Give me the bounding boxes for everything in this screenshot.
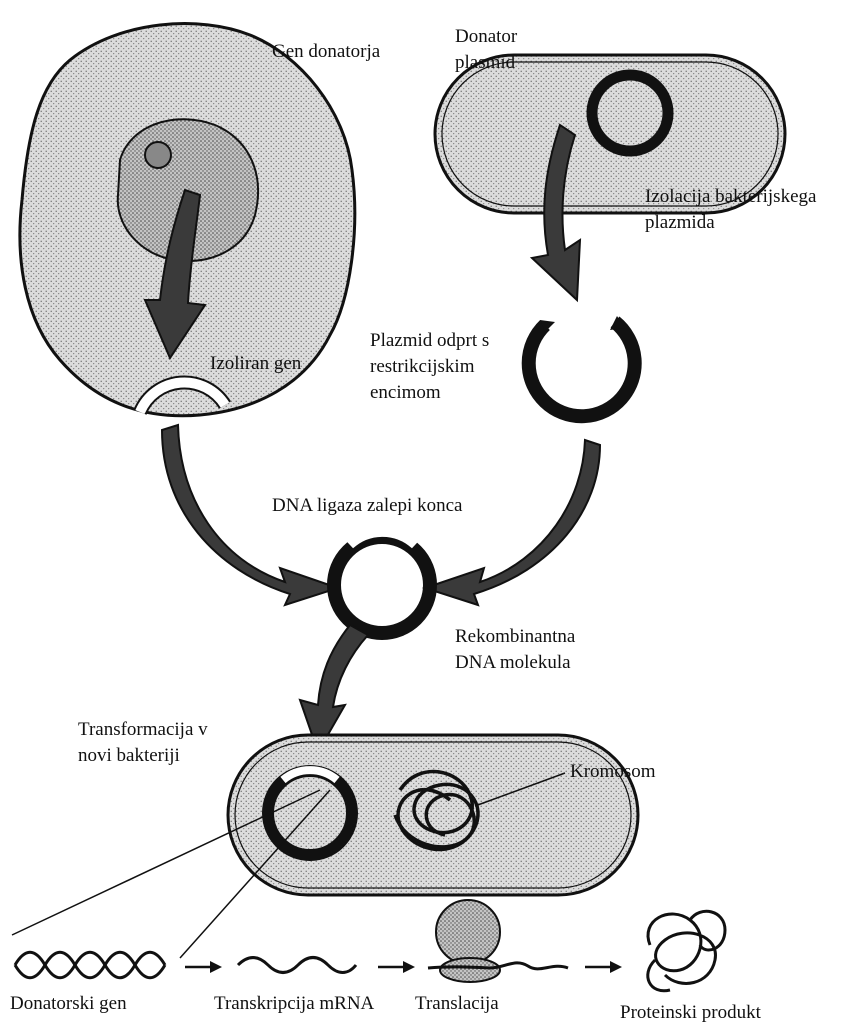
- label-rekombinantna-2: DNA molekula: [455, 651, 571, 675]
- label-donatorski-gen: Donatorski gen: [10, 992, 127, 1016]
- arrow-plasmid-to-recombinant: [425, 440, 600, 605]
- label-translacija: Translacija: [415, 992, 499, 1016]
- protein-product: [648, 911, 725, 991]
- label-gen-donatorja: Gen donatorja: [272, 40, 380, 64]
- label-donator-plasmid-2: plasmid: [455, 51, 515, 75]
- label-transformacija-1: Transformacija v: [78, 718, 208, 742]
- donor-gene-helix: [15, 952, 165, 978]
- label-plazmid-odprt-2: restrikcijskim: [370, 355, 474, 379]
- arrow-translation-to-protein: [585, 961, 622, 973]
- label-donator-plasmid-1: Donator: [455, 25, 517, 49]
- recombinant-dna: [334, 532, 430, 633]
- label-dna-ligaza: DNA ligaza zalepi konca: [272, 494, 462, 518]
- label-izolacija-1: Izolacija bakterijskega: [645, 185, 816, 209]
- arrow-mrna-to-translation: [378, 961, 415, 973]
- label-plazmid-odprt-3: encimom: [370, 381, 441, 405]
- ribosome: [428, 900, 568, 982]
- label-transkripcija: Transkripcija mRNA: [214, 992, 374, 1016]
- label-plazmid-odprt-1: Plazmid odprt s: [370, 329, 489, 353]
- arrow-gene-to-mrna: [185, 961, 222, 973]
- opened-plasmid: [529, 316, 635, 416]
- label-izolacija-2: plazmida: [645, 211, 715, 235]
- mrna-strand: [238, 958, 356, 973]
- arrow-recombinant-to-bacterium: [300, 625, 368, 752]
- label-rekombinantna-1: Rekombinantna: [455, 625, 575, 649]
- donor-nucleolus: [145, 142, 171, 168]
- label-izoliran-gen: Izoliran gen: [210, 352, 301, 376]
- label-kromosom: Kromosom: [570, 760, 656, 784]
- recipient-bacterium: [228, 735, 638, 895]
- label-transformacija-2: novi bakteriji: [78, 744, 180, 768]
- label-proteinski-produkt: Proteinski produkt: [620, 1001, 761, 1025]
